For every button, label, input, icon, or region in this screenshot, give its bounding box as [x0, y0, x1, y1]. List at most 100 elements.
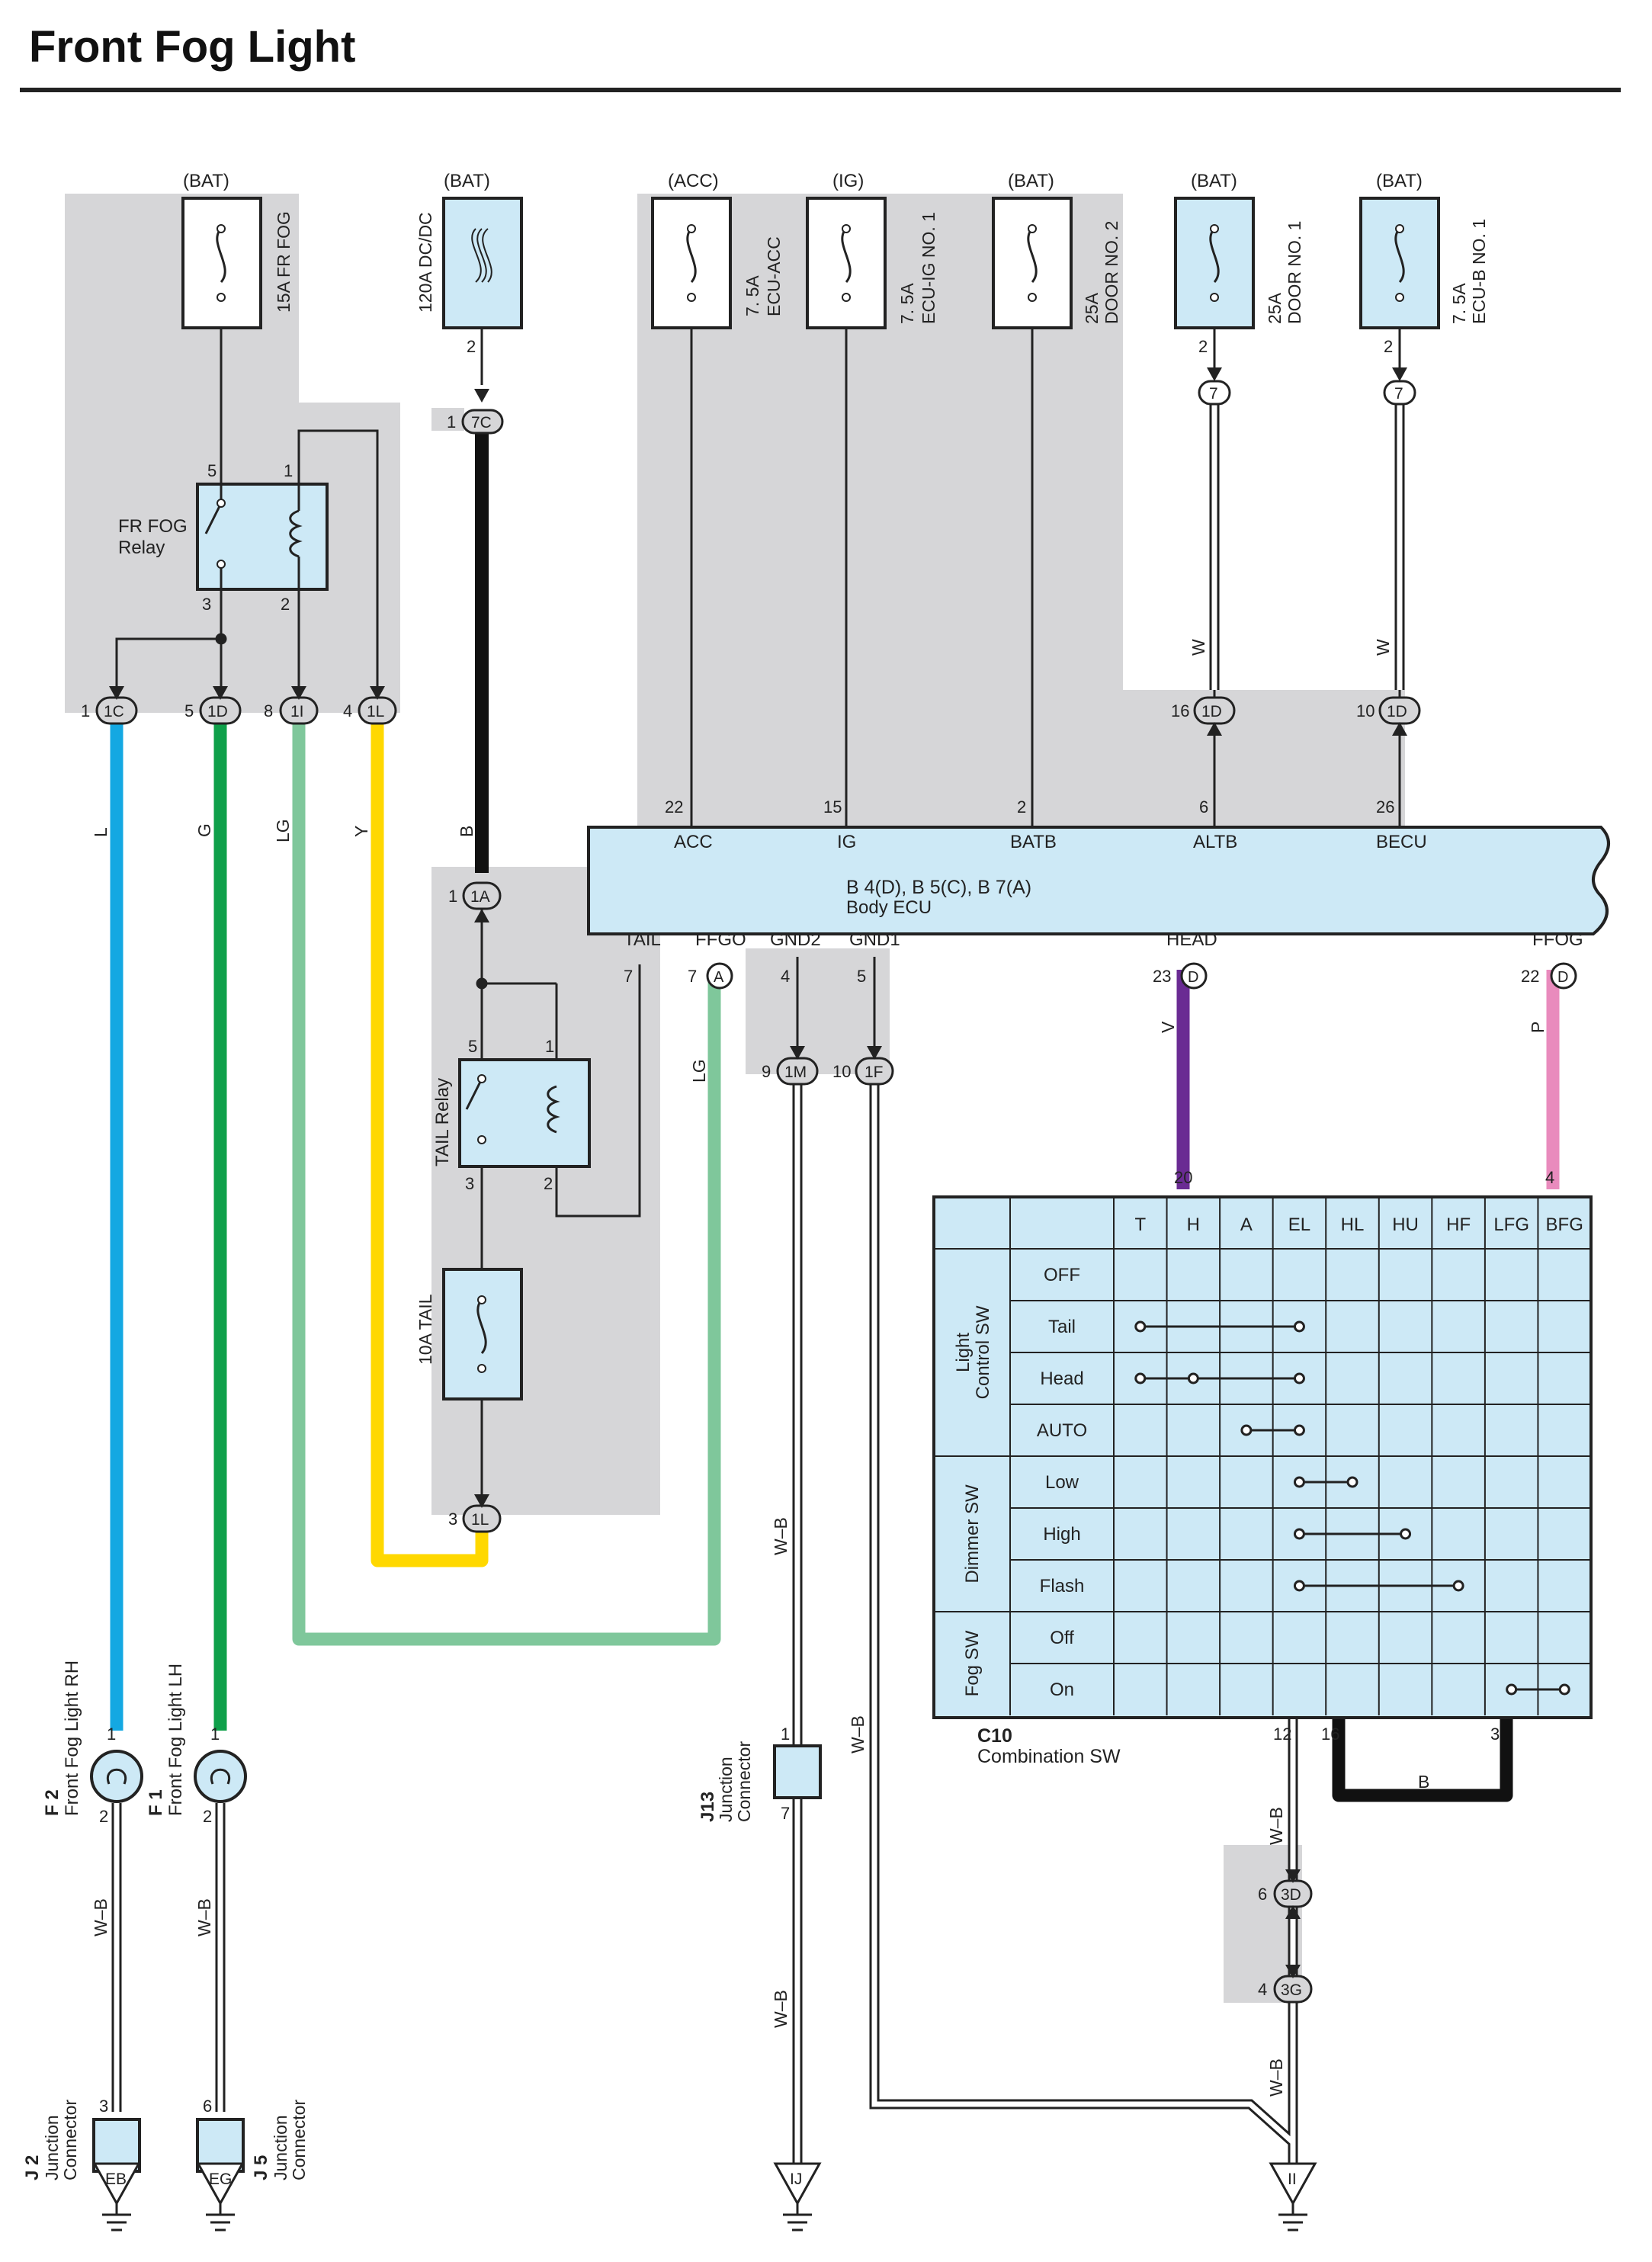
switch-row-label: Flash [1040, 1576, 1085, 1596]
fuse-door1-name: DOOR NO. 1 [1285, 221, 1304, 324]
switch-column-header: EL [1288, 1214, 1310, 1235]
fuse-fr-fog: (BAT) 15A FR FOG [181, 171, 294, 329]
wire-lg [292, 713, 721, 1646]
fuse-fr-fog-label: 15A FR FOG [274, 211, 294, 313]
lh-code: F 1 [146, 1789, 166, 1816]
conn-1c-id: 1C [104, 703, 124, 720]
switch-row-label: Head [1040, 1368, 1083, 1389]
fr-fog-pin-5: 5 [207, 461, 217, 480]
wire-label-y: Y [351, 826, 371, 837]
conn-3g-id: 3G [1281, 1981, 1302, 1999]
continuity-point [1558, 1683, 1570, 1696]
fuse-ecu-acc: (ACC) 7. 5A ECU-ACC [651, 171, 784, 329]
fr-fog-relay-label-2: Relay [118, 537, 165, 558]
fuse-ecu-b-amp: 7. 5A [1449, 283, 1469, 324]
fuse-tail-label: 10A TAIL [415, 1294, 435, 1365]
fr-fog-relay: 5 1 3 2 FR FOG Relay [118, 429, 377, 614]
fuse-dcdc: (BAT) 120A DC/DC 2 [415, 171, 523, 356]
title-rule [20, 88, 1621, 92]
ecu-conn-d: D [1188, 969, 1198, 986]
rh-code: F 2 [42, 1789, 63, 1816]
conn-1l-b-id: 1L [471, 1511, 489, 1529]
conn-1l-b: 1L 3 [448, 1504, 502, 1533]
arrows [109, 367, 1407, 1978]
fr-fog-pin-2: 2 [281, 595, 290, 614]
fuse-ecu-b-pin: 2 [1384, 337, 1393, 356]
ecu-conn-d2: D [1557, 969, 1568, 986]
switch-column-header: LFG [1493, 1214, 1529, 1235]
grounds: EB EG IJ II [92, 2162, 1317, 2232]
conn-1l-b-pin: 3 [448, 1510, 457, 1529]
wire-label-wb: W–B [1266, 2058, 1286, 2097]
ecu-pin-name: GND1 [849, 929, 900, 950]
continuity-point [1400, 1528, 1412, 1540]
fuse-ecu-acc-name: ECU-ACC [764, 236, 784, 316]
fuse-door1-pin: 2 [1198, 337, 1208, 356]
wire-label-l: L [91, 827, 111, 837]
ecu-pin-name: ALTB [1193, 832, 1237, 852]
wire-label-g: G [194, 823, 214, 837]
fuse-ecu-acc-source: (ACC) [668, 171, 719, 191]
fuse-fr-fog-source: (BAT) [183, 171, 229, 191]
switch-column-header: HF [1446, 1214, 1471, 1235]
fuse-ecu-b-name: ECU-B NO. 1 [1469, 219, 1489, 324]
conn-1i-id: 1I [290, 703, 304, 720]
continuity-point [1240, 1424, 1253, 1436]
junction-j5: 6 J 5 Junction Connector [196, 2097, 309, 2180]
ground-eg-label: EG [209, 2171, 232, 2188]
conn-7-a-id: 7 [1209, 385, 1218, 403]
lh-pin-bottom: 2 [203, 1807, 212, 1826]
switch-column-header: HU [1392, 1214, 1419, 1235]
continuity-point [1506, 1683, 1518, 1696]
conn-7c-id: 7C [471, 414, 492, 432]
sw-pin-3: 3 [1490, 1725, 1500, 1744]
j13-pin-top: 1 [781, 1725, 790, 1744]
junction-j13: 1 7 J13 Junction Connector [698, 1725, 822, 1823]
j2-line1: Junction [42, 2115, 62, 2180]
wire-b-sw [1332, 1718, 1513, 1802]
conn-1i: 1I8 [264, 696, 319, 725]
wire-label-wb: W–B [1266, 1807, 1286, 1845]
fuses: (BAT) 15A FR FOG (BAT) 120A DC/DC 2 (ACC… [181, 171, 1489, 1401]
ecu-pin-name: GND2 [770, 929, 821, 950]
conn-3d: 3D6 [1258, 1879, 1313, 1908]
ecu-pin-num: 2 [1017, 797, 1026, 817]
wire-label-wb: W–B [848, 1715, 868, 1753]
continuity-point [1293, 1320, 1305, 1333]
conn-1a-id: 1A [470, 888, 490, 906]
fuse-ecu-ig: (IG) 7. 5A ECU-IG NO. 1 [806, 171, 938, 329]
conn-1m-pin: 9 [762, 1062, 771, 1081]
continuity-point [1187, 1372, 1199, 1384]
page-title: Front Fog Light [29, 22, 356, 72]
ecu-pin-num: 7 [688, 967, 697, 986]
combination-switch-box [932, 1195, 1593, 1719]
ecu-pin-name: ACC [674, 832, 713, 852]
fuse-door1: (BAT) 25A DOOR NO. 1 2 [1174, 171, 1304, 356]
ground-eg: EG [196, 2162, 245, 2232]
j13-code: J13 [698, 1792, 718, 1822]
switch-grid [934, 1197, 1591, 1715]
j5-line1: Junction [271, 2115, 290, 2180]
fuse-ecu-b: (BAT) 7. 5A ECU-B NO. 1 2 [1359, 171, 1489, 356]
conn-7-b-id: 7 [1394, 385, 1403, 403]
ecu-pin-name: TAIL [624, 929, 661, 950]
ecu-pin-name: HEAD [1166, 929, 1217, 950]
ecu-pin-num: 4 [781, 967, 790, 986]
conn-1c: 1C1 [81, 696, 138, 725]
wire-label-b: B [457, 826, 476, 837]
thin-wires [115, 328, 1401, 1718]
ground-ii-label: II [1288, 2171, 1297, 2188]
rh-pin-bottom: 2 [99, 1807, 108, 1826]
switch-group-label: Light [953, 1333, 974, 1372]
j2-line2: Connector [60, 2100, 80, 2180]
continuity-point [1452, 1580, 1464, 1592]
j5-line2: Connector [289, 2100, 309, 2180]
wire-label-wb: W–B [771, 1990, 791, 2028]
switch-column-header: HL [1341, 1214, 1365, 1235]
fuse-ecu-ig-source: (IG) [832, 171, 864, 191]
switch-row-label: AUTO [1037, 1420, 1087, 1441]
fuse-dcdc-label: 120A DC/DC [415, 212, 435, 313]
